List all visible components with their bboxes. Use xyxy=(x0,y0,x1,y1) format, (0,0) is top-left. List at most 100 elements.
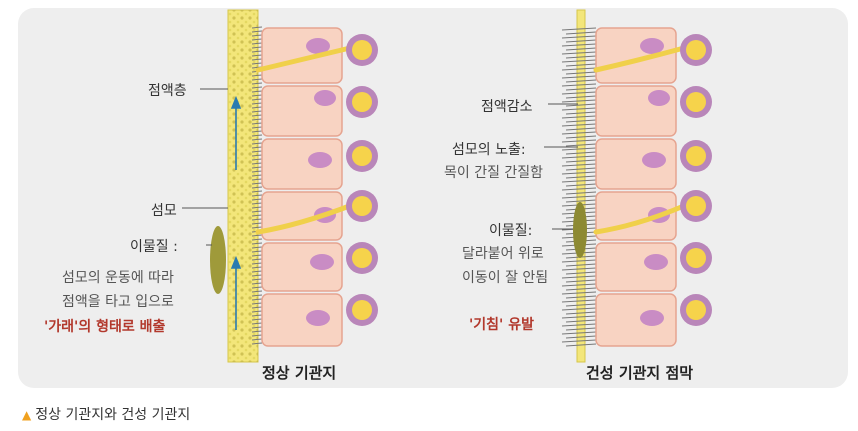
cilium xyxy=(565,39,597,43)
label-cough-rest: 유발 xyxy=(503,317,534,333)
cilium xyxy=(565,103,597,107)
cilium xyxy=(251,342,263,345)
cilium xyxy=(251,114,263,117)
cilium xyxy=(565,287,597,291)
cilium xyxy=(561,171,597,175)
left-diagram xyxy=(210,9,378,363)
cilium xyxy=(561,331,597,335)
cilium xyxy=(565,167,597,171)
label-cilia-exposed-desc: 목이 간질 간질함 xyxy=(444,165,544,181)
cilium xyxy=(565,63,597,67)
cilium xyxy=(565,271,597,275)
cilium xyxy=(251,86,263,89)
label-cilia-exposed-title: 섬모의 노출: xyxy=(452,142,526,158)
cilium xyxy=(251,294,263,297)
cilium xyxy=(561,283,597,287)
label-gare-red: '가래' xyxy=(44,319,79,335)
cilium xyxy=(251,282,263,285)
cilium xyxy=(561,35,597,39)
cilium xyxy=(561,323,597,327)
cilium xyxy=(251,42,263,45)
figure-caption: ▲정상 기관지와 건성 기관지 xyxy=(22,404,190,424)
cilium xyxy=(251,130,263,133)
cilium xyxy=(565,95,597,99)
cilium xyxy=(251,206,263,209)
cilium xyxy=(561,107,597,111)
cilium xyxy=(251,146,263,149)
label-mucus-layer: 점액층 xyxy=(148,83,187,99)
cilium xyxy=(565,55,597,59)
cilium xyxy=(565,343,597,347)
cilium xyxy=(251,270,263,273)
cilium xyxy=(251,30,263,33)
label-foreign-desc-1-right: 달라붙어 위로 xyxy=(462,246,544,262)
cilium xyxy=(565,151,597,155)
caption-text: 정상 기관지와 건성 기관지 xyxy=(35,407,191,423)
cilium xyxy=(251,242,263,245)
cilium xyxy=(565,183,597,187)
cilium xyxy=(251,190,263,193)
cilium xyxy=(251,326,263,329)
label-foreign-title-right: 이물질: xyxy=(489,223,533,239)
cilium xyxy=(251,306,263,309)
right-diagram xyxy=(561,9,712,363)
label-cough-red: '기침' xyxy=(469,317,504,333)
cilium xyxy=(251,78,263,81)
cilium xyxy=(561,99,597,103)
cilium xyxy=(561,187,597,191)
cilium xyxy=(565,159,597,163)
cilium xyxy=(251,302,263,305)
cilium xyxy=(251,94,263,97)
foreign-particle-left xyxy=(210,226,226,294)
cilium xyxy=(561,43,597,47)
glands-right xyxy=(680,34,712,326)
cilium xyxy=(251,318,263,321)
cilium xyxy=(251,62,263,65)
cilium xyxy=(561,259,597,263)
cilium xyxy=(251,54,263,57)
label-gare-rest: 의 형태로 배출 xyxy=(78,319,166,335)
cilium xyxy=(251,238,263,241)
cilium xyxy=(565,199,597,203)
cilium xyxy=(251,102,263,105)
cilium xyxy=(565,263,597,267)
cilium xyxy=(561,91,597,95)
cilium xyxy=(561,27,597,31)
cilium xyxy=(561,339,597,343)
cilium xyxy=(251,194,263,197)
cilium xyxy=(561,147,597,151)
cilium xyxy=(561,139,597,143)
cilium xyxy=(251,310,263,313)
mucus-layer-right xyxy=(576,9,586,363)
cilium xyxy=(561,267,597,271)
cilium xyxy=(561,315,597,319)
cilium xyxy=(251,262,263,265)
cilium xyxy=(561,155,597,159)
cilium xyxy=(251,166,263,169)
cilium xyxy=(565,79,597,83)
cilium xyxy=(251,258,263,261)
left-title: 정상 기관지 xyxy=(262,364,337,382)
cilium xyxy=(251,154,263,157)
cilium xyxy=(561,163,597,167)
cilium xyxy=(251,338,263,341)
glands-left xyxy=(346,34,378,326)
cilium xyxy=(565,295,597,299)
cilium xyxy=(565,143,597,147)
cilium xyxy=(251,186,263,189)
label-mucus-reduced: 점액감소 xyxy=(481,99,533,115)
cilium xyxy=(251,226,263,229)
cilium xyxy=(565,119,597,123)
label-cilia: 섬모 xyxy=(151,203,177,219)
label-foreign-desc-2-left: 점액을 타고 입으로 xyxy=(62,294,174,310)
cilium xyxy=(251,50,263,53)
gland-ducts-left xyxy=(255,45,355,235)
cilium xyxy=(251,178,263,181)
cilium xyxy=(251,290,263,293)
cilium xyxy=(565,191,597,195)
cilium xyxy=(251,274,263,277)
cilium xyxy=(561,51,597,55)
label-cough: '기침' 유발 xyxy=(469,314,534,334)
cilium xyxy=(565,327,597,331)
cilium xyxy=(561,75,597,79)
